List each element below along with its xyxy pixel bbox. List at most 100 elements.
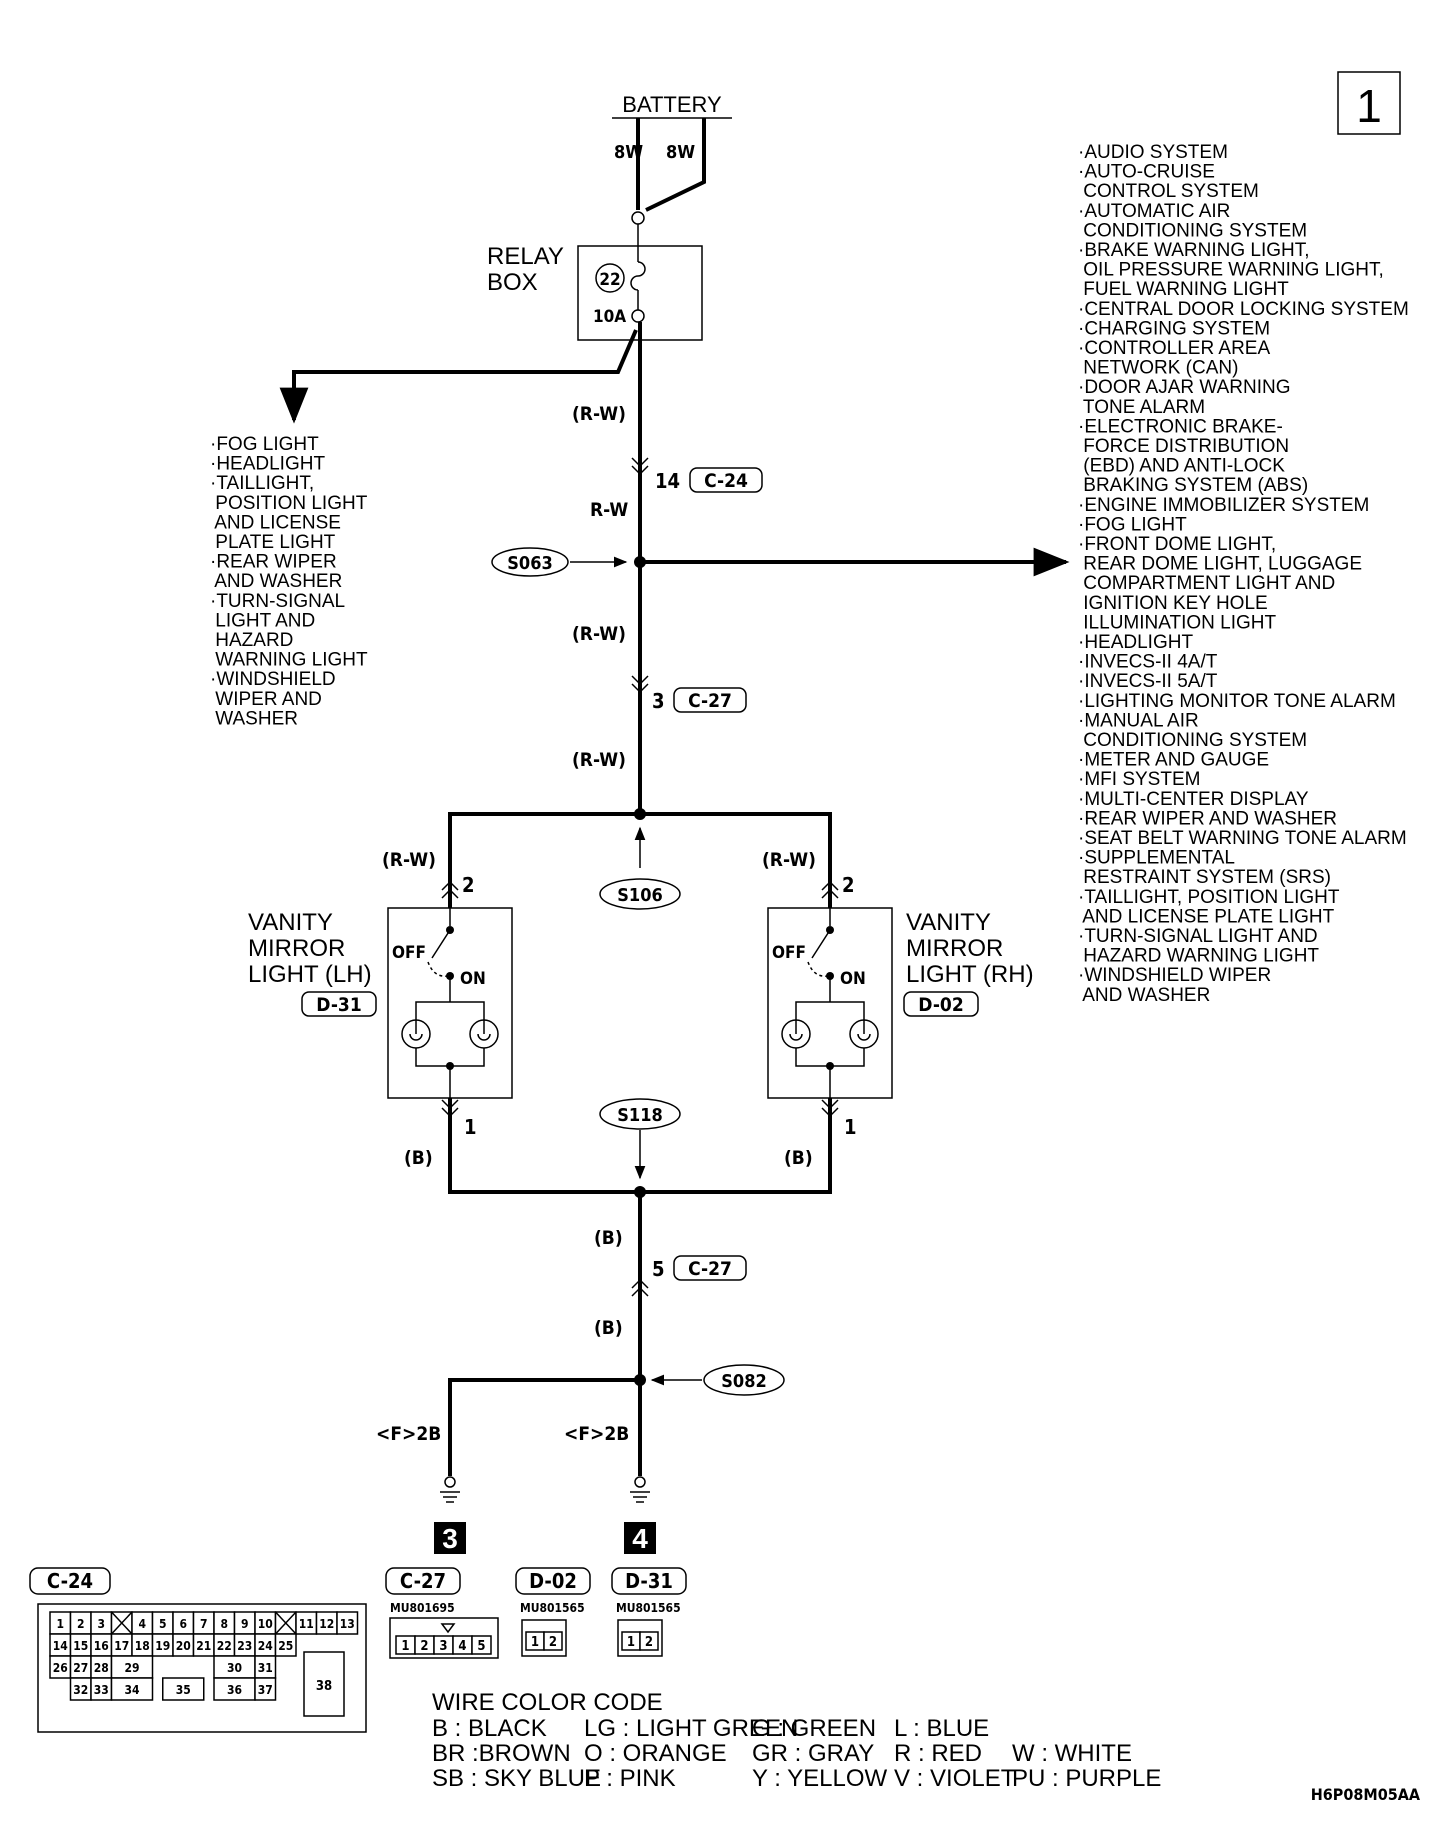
c27-pins-pin: 1 [401, 1639, 409, 1654]
lh-pin-top: 2 [462, 873, 475, 897]
wire-color-code-entry: V : VIOLET [894, 1765, 1016, 1792]
right-system-item: ·AUTOMATIC AIR [1078, 201, 1230, 222]
wire-color-code-entry: Y : YELLOW [752, 1765, 888, 1792]
right-system-item: ·MFI SYSTEM [1078, 769, 1200, 790]
lh-label-3: LIGHT (LH) [248, 961, 372, 988]
wire-color-code-entry: SB : SKY BLUE [432, 1765, 601, 1792]
c24-pin: 27 [73, 1661, 88, 1675]
ground-wire-lh: <F>2B [376, 1423, 441, 1445]
c24-pin: 2 [77, 1617, 85, 1631]
c27-connector-upper: C-27 [688, 690, 732, 712]
ground-number-3: 3 [442, 1523, 458, 1554]
vanity-mirror-light-rh: VANITY MIRROR LIGHT (RH) D-02 2 OFF ON 1 [767, 873, 1034, 1139]
right-system-item: ·HEADLIGHT [1078, 632, 1193, 653]
wire-color-code-entry: BR :BROWN [432, 1740, 571, 1767]
right-system-item: ·BRAKE WARNING LIGHT, [1078, 240, 1310, 261]
d31-pins-pin: 1 [627, 1635, 635, 1650]
left-system-item: ·TAILLIGHT, [210, 473, 314, 494]
wire-color-code-entry: B : BLACK [432, 1715, 547, 1742]
wire-color-code-entry: O : ORANGE [584, 1740, 727, 1767]
right-system-item: TONE ALARM [1078, 397, 1205, 418]
rh-switch-off: OFF [772, 943, 806, 963]
d02-connector: D-02 [918, 994, 963, 1016]
right-system-item: ·AUDIO SYSTEM [1078, 142, 1228, 163]
c24-pin: 19 [155, 1639, 170, 1653]
c24-pin: 37 [258, 1683, 273, 1697]
c24-pin: 26 [53, 1661, 68, 1675]
left-system-item: POSITION LIGHT [210, 493, 368, 514]
vanity-mirror-light-lh: VANITY MIRROR LIGHT (LH) D-31 2 OFF ON 1 [248, 873, 513, 1139]
c24-pin: 24 [258, 1639, 274, 1653]
wire-color-code-entry: LG : LIGHT GREEN [584, 1715, 798, 1742]
right-system-item: RESTRAINT SYSTEM (SRS) [1078, 867, 1331, 888]
relay-box-label-1: RELAY [487, 243, 564, 270]
wire-color-code-entry: L : BLUE [894, 1715, 989, 1742]
left-system-item: AND LICENSE [210, 512, 341, 533]
c24-pin: 12 [319, 1617, 334, 1631]
c24-pin: 25 [278, 1639, 293, 1653]
right-system-item: CONDITIONING SYSTEM [1078, 220, 1307, 241]
fuse-rating: 10A [593, 307, 626, 327]
wire-color-code-entry: P : PINK [584, 1765, 676, 1792]
c24-pin: 21 [196, 1639, 211, 1653]
right-system-item: FORCE DISTRIBUTION [1078, 436, 1289, 457]
d31-pins-cell [639, 1631, 659, 1651]
ground-symbol-rh [630, 1476, 650, 1503]
c27-pins-cell [471, 1635, 492, 1655]
left-system-item: ·REAR WIPER [210, 552, 337, 573]
page-number: 1 [1356, 80, 1382, 132]
c27-pin-3: 3 [652, 689, 665, 713]
right-system-item: ·WINDSHIELD WIPER [1078, 965, 1271, 986]
right-system-item: ·INVECS-II 5A/T [1078, 671, 1218, 692]
right-system-item: ·METER AND GAUGE [1078, 750, 1269, 771]
c24-view-label: C-24 [47, 1569, 93, 1593]
wire-color-3: (R-W) [572, 623, 626, 645]
wire-color-rh-bottom: (B) [784, 1147, 813, 1169]
rh-pin-bottom: 1 [844, 1115, 857, 1139]
rh-switch-on: ON [840, 969, 866, 989]
c24-pin: 4 [138, 1617, 146, 1631]
d31-connector: D-31 [316, 994, 361, 1016]
figure-code: H6P08M05AA [1311, 1785, 1421, 1804]
c24-pin: 14 [53, 1639, 69, 1653]
d02-pins-pin: 2 [549, 1635, 557, 1650]
c24-pin: 11 [299, 1617, 314, 1631]
d02-pins-pin: 1 [531, 1635, 539, 1650]
wire-color-rh-top: (R-W) [762, 849, 816, 871]
c27-pins-pin: 2 [420, 1639, 428, 1654]
right-system-item: COMPARTMENT LIGHT AND [1078, 573, 1335, 594]
wire-color-5: (B) [594, 1227, 623, 1249]
rh-label-3: LIGHT (RH) [906, 961, 1034, 988]
c24-pin: 10 [258, 1617, 273, 1631]
rh-label-2: MIRROR [906, 935, 1003, 962]
wire-color-2: R-W [590, 499, 628, 521]
c24-pin: 13 [340, 1617, 355, 1631]
splice-s063: S063 [491, 547, 646, 577]
rh-pin-top: 2 [842, 873, 855, 897]
right-system-item: ·DOOR AJAR WARNING [1078, 377, 1291, 398]
c24-pin: 3 [97, 1617, 105, 1631]
wire-color-lh-top: (R-W) [382, 849, 436, 871]
c24-pin: 1 [56, 1617, 64, 1631]
left-branch-wire [279, 329, 638, 424]
right-system-item: HAZARD WARNING LIGHT [1078, 946, 1319, 967]
right-system-item: (EBD) AND ANTI-LOCK [1078, 456, 1285, 477]
wire-color-code-entry: G : GREEN [752, 1715, 876, 1742]
rh-label-1: VANITY [906, 909, 991, 936]
c27-part-number: MU801695 [390, 1601, 455, 1615]
c24-cell [254, 1677, 277, 1701]
left-system-item: AND WASHER [210, 571, 342, 592]
left-system-item: ·HEADLIGHT [210, 454, 325, 475]
relay-box: RELAY BOX 22 10A [487, 211, 703, 341]
right-system-item: ·CHARGING SYSTEM [1078, 318, 1270, 339]
right-system-item: ·LIGHTING MONITOR TONE ALARM [1078, 691, 1396, 712]
wire-color-6: (B) [594, 1317, 623, 1339]
right-system-item: ·SEAT BELT WARNING TONE ALARM [1078, 828, 1407, 849]
right-system-item: CONTROL SYSTEM [1078, 181, 1259, 202]
right-system-item: FUEL WARNING LIGHT [1078, 279, 1289, 300]
d31-part-number: MU801565 [616, 1601, 681, 1615]
lh-label-1: VANITY [248, 909, 333, 936]
battery-label: BATTERY [622, 92, 722, 117]
